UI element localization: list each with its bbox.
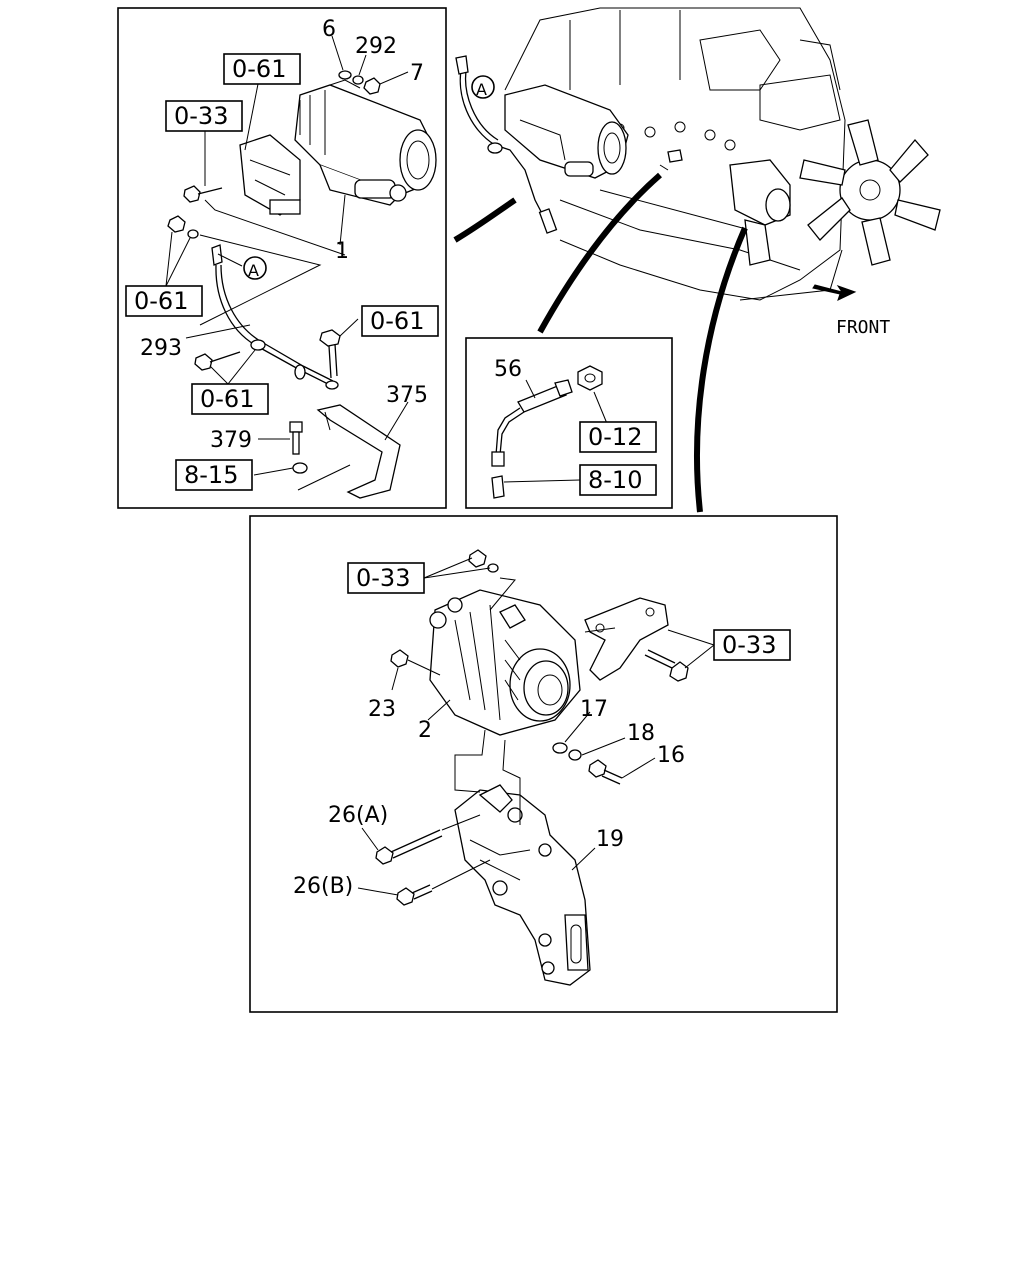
ref-box-061-lower — [191, 383, 269, 415]
ref-box-033-right-label: 0-33 — [722, 631, 776, 659]
ref-box-012-label: 0-12 — [588, 423, 642, 451]
alternator-panel-frame — [249, 515, 838, 1013]
nut-033-top — [468, 549, 487, 568]
starter-bracket — [239, 134, 301, 216]
circle-a-starter-label: A — [248, 261, 259, 280]
engine-sensor — [667, 149, 683, 163]
nut-012 — [577, 365, 603, 391]
bolt-379 — [289, 421, 303, 455]
nut-23 — [390, 649, 409, 668]
callout-23: 23 — [368, 697, 396, 722]
adjusting-bracket — [584, 597, 669, 681]
washer-815 — [292, 462, 308, 474]
callout-56: 56 — [494, 357, 522, 382]
bolt-033 — [183, 185, 223, 203]
starter-motor — [294, 79, 437, 206]
ref-box-061-right-label: 0-61 — [370, 307, 424, 335]
sensor-56 — [491, 379, 573, 467]
callout-375: 375 — [386, 383, 428, 408]
engine-overview: A FRONT — [453, 7, 941, 513]
circle-a-engine-label: A — [476, 80, 487, 99]
bolt-16 — [588, 759, 623, 785]
callout-293: 293 — [140, 336, 182, 361]
engine-starter — [504, 84, 629, 179]
callout-7: 7 — [410, 61, 424, 86]
ref-box-012 — [579, 421, 657, 453]
ref-box-061-left — [125, 285, 203, 317]
bolt-26a — [375, 829, 443, 865]
front-label: FRONT — [836, 317, 890, 338]
ref-box-061-top — [223, 53, 301, 85]
ref-box-033-left — [165, 100, 243, 132]
pointer-arc-starter — [453, 197, 517, 243]
nut-7 — [363, 77, 381, 95]
pointer-arc-sensor — [537, 172, 662, 334]
nut-061 — [167, 215, 186, 233]
ref-box-810-label: 8-10 — [588, 466, 642, 494]
alternator-2 — [429, 589, 581, 736]
bolt-061-lower — [194, 353, 213, 371]
bolt-061-right — [319, 329, 341, 390]
ref-box-815 — [175, 459, 253, 491]
starter-panel: 6 292 7 1 293 375 379 0-61 0-33 0-61 0-6… — [117, 7, 447, 509]
washer-061 — [187, 229, 199, 239]
callout-6: 6 — [322, 17, 336, 42]
cooling-fan — [799, 119, 941, 266]
alternator-panel: 0-33 0-33 23 2 17 18 16 19 26(A) 26(B) — [249, 515, 838, 1013]
ref-box-033-top — [347, 562, 425, 594]
sensor-panel: 56 0-12 8-10 — [465, 337, 673, 509]
washer-292 — [352, 75, 364, 85]
callout-17: 17 — [580, 697, 608, 722]
starter-panel-frame — [117, 7, 447, 509]
engine-alternator — [729, 159, 791, 266]
ref-box-810 — [579, 464, 657, 496]
ref-box-061-lower-label: 0-61 — [200, 385, 254, 413]
circle-a-engine — [471, 75, 495, 99]
bolt-26b — [396, 884, 433, 906]
ref-box-061-left-label: 0-61 — [134, 287, 188, 315]
callout-16: 16 — [657, 743, 685, 768]
bolt-033-right — [644, 649, 689, 682]
ref-box-033-left-label: 0-33 — [174, 102, 228, 130]
washer-6 — [338, 70, 352, 80]
alternator-bracket-19 — [454, 784, 591, 986]
callout-2: 2 — [418, 718, 432, 743]
callout-1: 1 — [335, 239, 349, 264]
bracket-375 — [316, 404, 401, 499]
callout-18: 18 — [627, 721, 655, 746]
ref-box-815-label: 8-15 — [184, 461, 238, 489]
callout-19: 19 — [596, 827, 624, 852]
terminal-810 — [491, 475, 505, 499]
washer-17 — [552, 742, 568, 754]
callout-26a: 26(A) — [328, 803, 388, 828]
callout-292: 292 — [355, 34, 397, 59]
circle-a-starter — [243, 256, 267, 280]
sensor-panel-frame — [465, 337, 673, 509]
ref-box-033-right — [713, 629, 791, 661]
front-arrow — [812, 284, 857, 301]
callout-26b: 26(B) — [293, 874, 353, 899]
ref-box-061-right — [361, 305, 439, 337]
ring-18 — [568, 749, 582, 761]
callout-379: 379 — [210, 428, 252, 453]
ref-box-033-top-label: 0-33 — [356, 564, 410, 592]
starter-cable-293 — [211, 244, 334, 386]
ref-box-061-top-label: 0-61 — [232, 55, 286, 83]
pointer-arc-alternator — [694, 226, 748, 513]
